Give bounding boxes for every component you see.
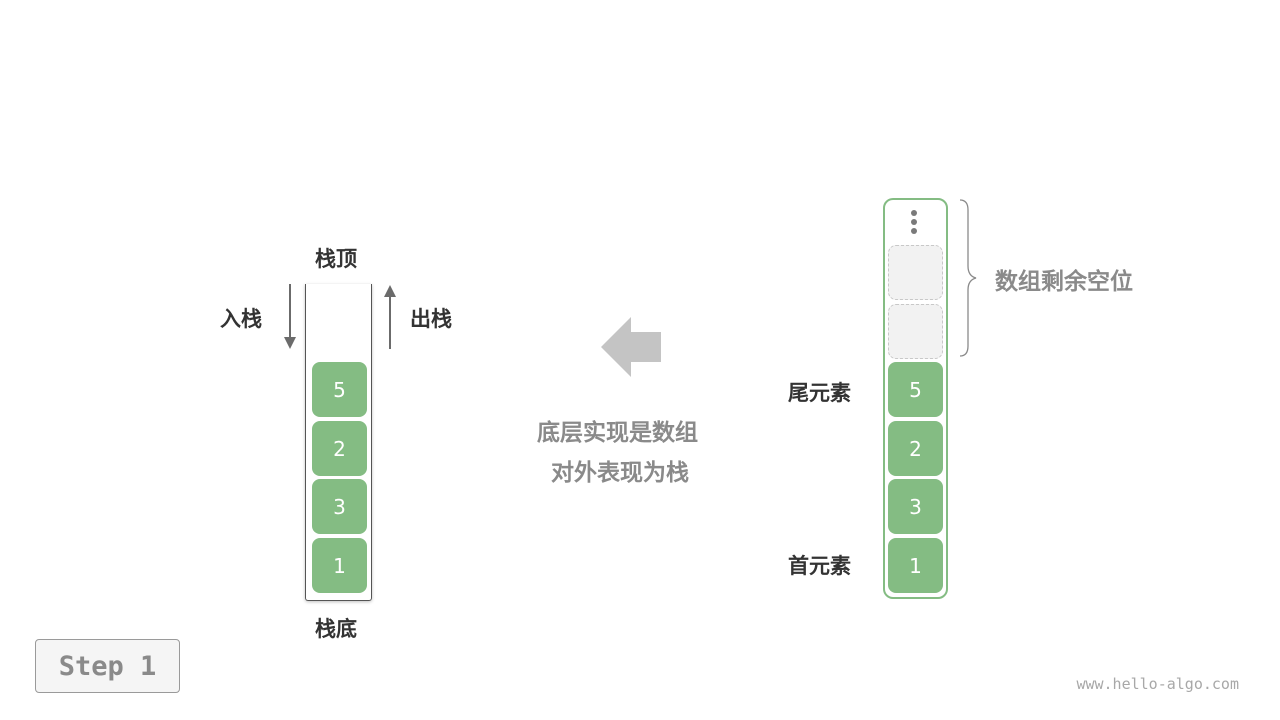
vertical-ellipsis-icon <box>911 210 917 234</box>
stack-container <box>305 284 372 601</box>
head-element-label: 首元素 <box>788 554 851 578</box>
remaining-slots-label: 数组剩余空位 <box>995 269 1133 295</box>
stack-cell: 5 <box>312 362 367 417</box>
array-container <box>883 198 948 599</box>
stack-cell: 2 <box>312 421 367 476</box>
pop-arrow-icon <box>384 285 396 349</box>
stack-cell: 1 <box>312 538 367 593</box>
tail-element-label: 尾元素 <box>788 381 851 405</box>
pop-label: 出栈 <box>410 307 452 331</box>
middle-text-line2: 对外表现为栈 <box>551 460 689 486</box>
curly-brace-icon <box>959 199 977 357</box>
left-arrow-icon <box>601 317 661 377</box>
push-label: 入栈 <box>220 307 262 331</box>
array-cell: 5 <box>888 362 943 417</box>
array-cell: 2 <box>888 421 943 476</box>
array-cell: 3 <box>888 479 943 534</box>
array-empty-slot <box>888 245 943 300</box>
stack-bottom-label: 栈底 <box>315 617 357 641</box>
step-badge: Step 1 <box>35 639 180 693</box>
middle-text-line1: 底层实现是数组 <box>537 420 698 446</box>
stack-top-label: 栈顶 <box>315 247 357 271</box>
watermark: www.hello-algo.com <box>1076 675 1239 693</box>
stack-cell: 3 <box>312 479 367 534</box>
push-arrow-icon <box>284 284 296 349</box>
array-cell: 1 <box>888 538 943 593</box>
array-empty-slot <box>888 304 943 359</box>
